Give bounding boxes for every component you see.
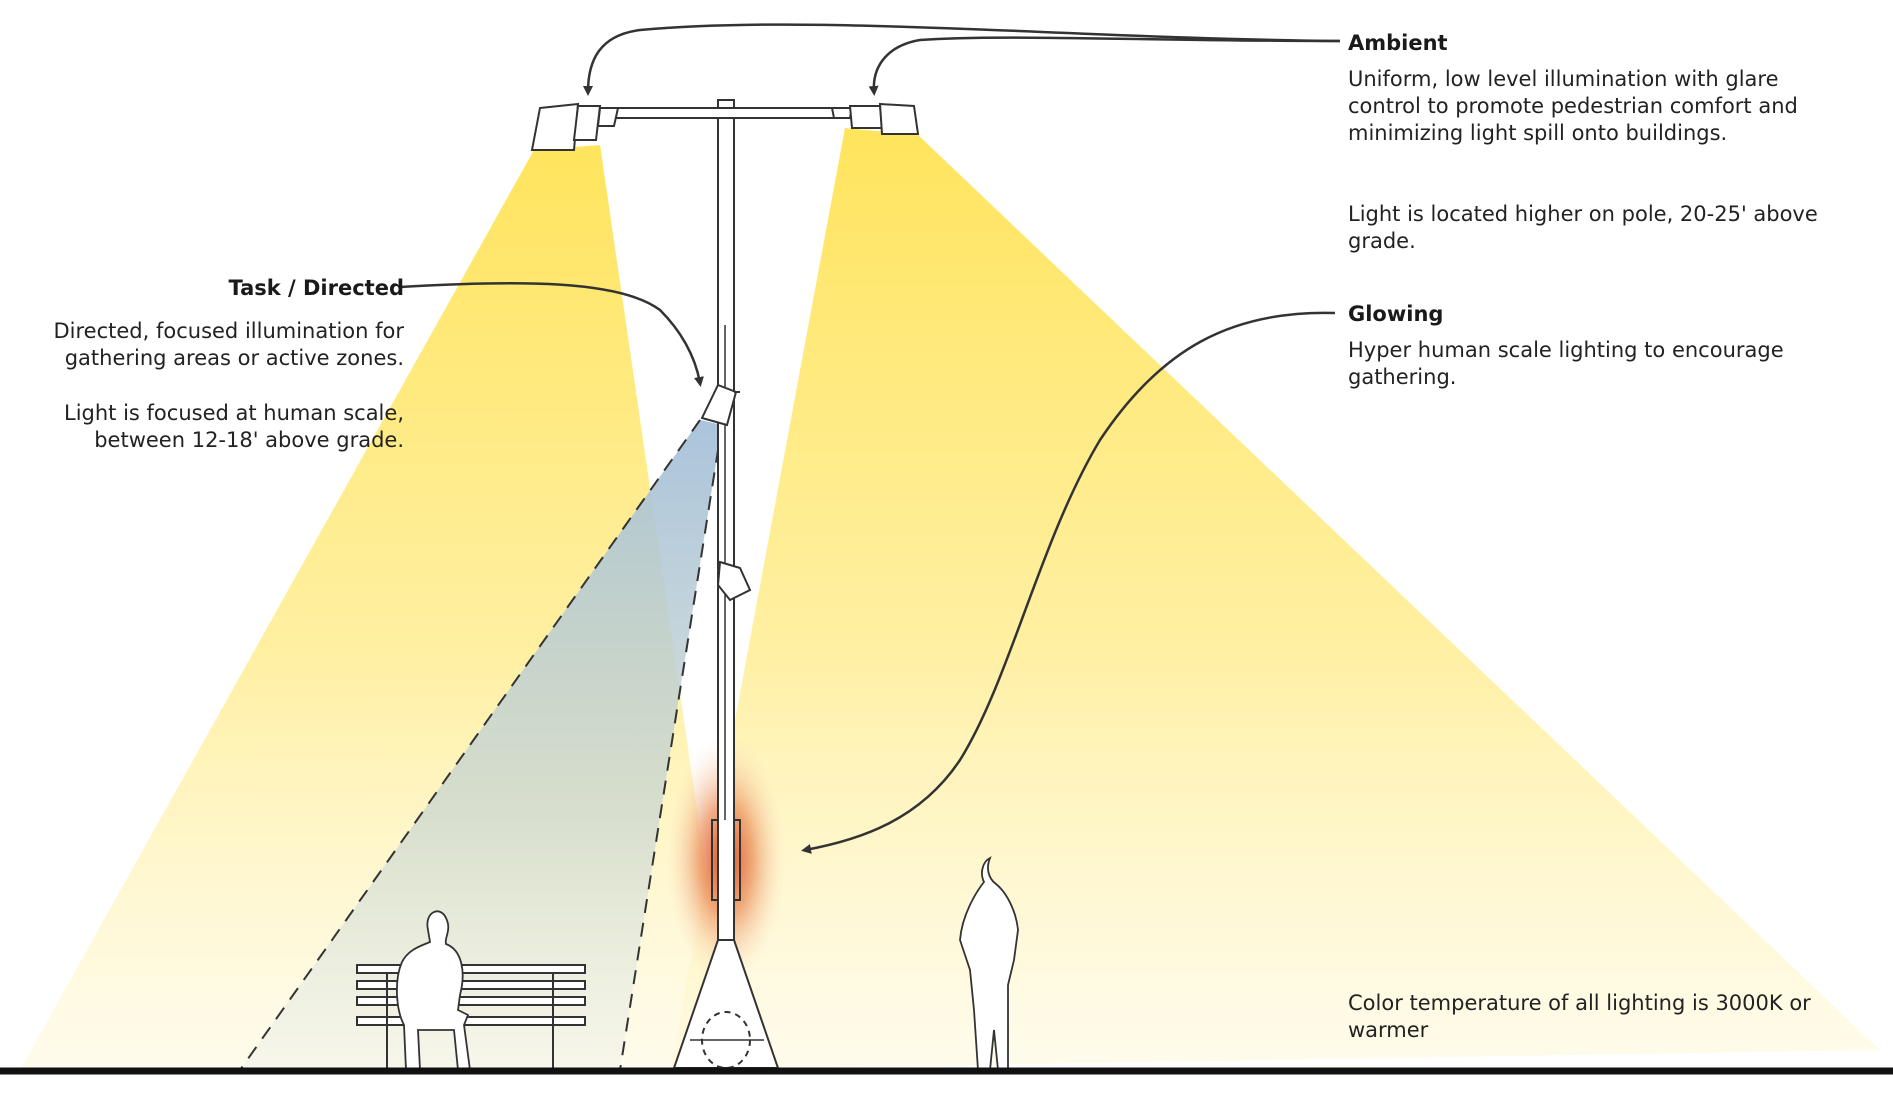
pole-cross-arm [611,107,849,119]
ambient-title: Ambient [1348,31,1448,55]
task-luminaire-upper [700,383,740,427]
task-title: Task / Directed [228,276,404,300]
glowing-title: Glowing [1348,302,1444,326]
task-height-note: Light is focused at human scale, between… [64,401,404,452]
bench [356,964,586,1068]
luminaire-left-neck [572,105,602,141]
task-luminaire-lower [716,560,752,602]
ambient-light-cone-right [670,128,1880,1070]
glowing-arrow [801,311,1336,854]
light-pole [611,99,849,1069]
ambient-arrow-left [583,23,1341,96]
task-light-cone [240,420,722,1070]
task-cone-edge-left [239,419,701,1071]
color-temperature-note: Color temperature of all lighting is 300… [1348,991,1811,1042]
luminaire-right-neck [848,105,884,129]
luminaire-right-mount [830,107,854,119]
seated-person-silhouette [396,910,472,1071]
ambient-description: Uniform, low level illumination with gla… [1348,67,1798,145]
glow-band-right [733,819,741,901]
glowing-description: Hyper human scale lighting to encourage … [1348,338,1784,389]
pole-shaft [717,99,735,1021]
ambient-height-note: Light is located higher on pole, 20-25' … [1348,202,1818,253]
standing-person-silhouette [959,856,1019,1071]
luminaire-right-housing [878,102,920,135]
luminaire-left-mount [596,107,620,127]
ambient-luminaire-left [530,102,620,151]
luminaire-left-housing [530,102,580,151]
glow-band-left [711,819,719,901]
task-cone-edge-right [619,424,723,1071]
ambient-arrow-right [868,36,1341,96]
task-arrow [399,281,704,387]
ambient-luminaire-right [830,102,920,135]
pole-base-access-panel [701,1011,751,1069]
task-description: Directed, focused illumination for gathe… [53,319,405,370]
